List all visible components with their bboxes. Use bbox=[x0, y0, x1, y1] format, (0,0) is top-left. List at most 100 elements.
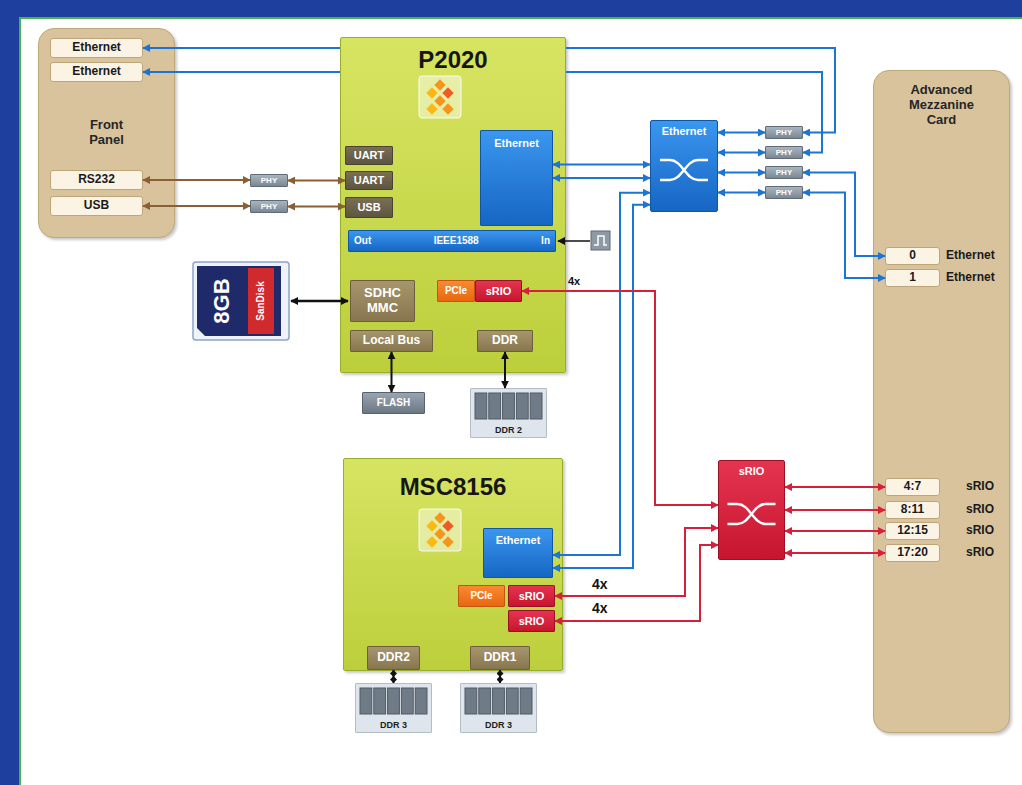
sd-card bbox=[193, 262, 289, 340]
vendor-logo bbox=[419, 509, 461, 551]
logo-diamond bbox=[434, 512, 445, 523]
memory-chip bbox=[516, 393, 528, 419]
port-box: USB bbox=[50, 196, 143, 216]
frame-band bbox=[0, 0, 20, 785]
phy-chip: PHY bbox=[765, 186, 803, 199]
node-text: UART bbox=[354, 149, 385, 162]
node-text: Ethernet bbox=[72, 41, 121, 55]
node-text: PHY bbox=[776, 128, 792, 137]
node-text: USB bbox=[357, 201, 380, 214]
node-text: DDR2 bbox=[377, 651, 410, 665]
logo-diamond bbox=[442, 520, 453, 531]
interface-block: UART bbox=[345, 171, 393, 190]
node-text: 0 bbox=[909, 249, 916, 263]
logo-tile bbox=[419, 76, 461, 118]
connector bbox=[499, 670, 501, 683]
frame-line bbox=[20, 18, 1022, 785]
interface-block: DDR bbox=[477, 330, 533, 352]
connector bbox=[803, 193, 885, 279]
lane-width: 4x bbox=[568, 275, 580, 288]
pcie-block: PCIe bbox=[458, 585, 505, 607]
connector bbox=[393, 670, 395, 683]
phy-chip: PHY bbox=[765, 166, 803, 179]
lane-width: 4x bbox=[592, 576, 608, 592]
phy-chip: PHY bbox=[765, 126, 803, 139]
memory-chip bbox=[374, 688, 386, 714]
crossover-line bbox=[660, 160, 708, 180]
port-box: Ethernet bbox=[50, 62, 143, 82]
pcie-block: PCIe bbox=[437, 280, 475, 302]
node-title: MSC8156 bbox=[400, 477, 507, 497]
ethernet-block: Ethernet bbox=[480, 130, 553, 226]
node-text: 4:7 bbox=[904, 480, 921, 494]
node-text: IEEE1588 bbox=[434, 235, 479, 247]
crossover-line bbox=[728, 504, 776, 524]
memory-chip bbox=[530, 393, 542, 419]
node-text: UART bbox=[354, 174, 385, 187]
interface-block: UART bbox=[345, 146, 393, 165]
ethernet-switch: Ethernet bbox=[650, 120, 718, 212]
port-box: 4:7 bbox=[885, 478, 940, 496]
srio-block: sRIO bbox=[508, 610, 555, 632]
connector bbox=[143, 48, 835, 133]
node-title: Front Panel bbox=[79, 118, 134, 148]
panel-card: Front PanelEthernetEthernetRS232USB bbox=[38, 28, 175, 238]
phy-chip: PHY bbox=[250, 174, 288, 187]
memory-chip bbox=[503, 393, 515, 419]
connector bbox=[785, 530, 885, 532]
card-strip bbox=[248, 268, 274, 334]
memory-module: DDR 3 bbox=[460, 683, 537, 733]
memory-chip bbox=[388, 688, 400, 714]
node-text: DDR bbox=[492, 334, 518, 348]
card-arrow bbox=[291, 300, 348, 303]
lane-width: 4x bbox=[592, 600, 608, 616]
port-name: Ethernet bbox=[946, 249, 995, 263]
node-text: DDR1 bbox=[484, 651, 517, 665]
processor-chip: MSC8156EthernetPCIesRIOsRIODDR2DDR1 bbox=[343, 458, 563, 671]
connector bbox=[718, 152, 765, 154]
connector bbox=[504, 352, 506, 388]
memory-chip bbox=[360, 688, 372, 714]
memory-chip bbox=[415, 688, 427, 714]
port-box: RS232 bbox=[50, 170, 143, 190]
node-text: sRIO bbox=[486, 285, 512, 298]
node-text: 1 bbox=[909, 271, 916, 285]
logo-diamond bbox=[426, 87, 437, 98]
srio-switch: sRIO bbox=[718, 460, 785, 560]
memory-chip bbox=[520, 688, 532, 714]
node-text: Ethernet bbox=[662, 125, 707, 138]
connector bbox=[785, 552, 885, 554]
node-text: PCIe bbox=[445, 285, 467, 297]
logo-diamond bbox=[442, 536, 453, 547]
connector bbox=[803, 173, 885, 257]
node-text: Out bbox=[354, 235, 371, 247]
interface-block: DDR2 bbox=[367, 646, 420, 670]
connector bbox=[553, 193, 650, 555]
port-box: 0 bbox=[885, 247, 940, 265]
connector bbox=[555, 528, 718, 596]
connector bbox=[143, 179, 250, 181]
node-title: P2020 bbox=[418, 50, 487, 70]
ethernet-block: Ethernet bbox=[483, 528, 553, 578]
logo-diamond bbox=[426, 520, 437, 531]
node-text: PHY bbox=[261, 176, 277, 185]
node-text: DDR 2 bbox=[495, 425, 522, 435]
logo-tile bbox=[419, 509, 461, 551]
node-text: FLASH bbox=[377, 397, 410, 409]
node-text: PHY bbox=[776, 168, 792, 177]
phy-chip: PHY bbox=[765, 146, 803, 159]
connector bbox=[288, 206, 345, 208]
card-capacity: 8GB bbox=[209, 278, 234, 323]
srio-block: sRIO bbox=[475, 280, 522, 302]
node-text: PHY bbox=[776, 148, 792, 157]
interface-block: DDR1 bbox=[470, 646, 530, 670]
timing-bar: OutIEEE1588In bbox=[348, 230, 556, 252]
interface-block: USB bbox=[345, 197, 393, 218]
clock-symbol bbox=[558, 231, 610, 250]
memory-chip bbox=[401, 688, 413, 714]
connector bbox=[143, 205, 250, 207]
clock-arrow bbox=[558, 240, 590, 242]
port-name: sRIO bbox=[966, 503, 994, 517]
